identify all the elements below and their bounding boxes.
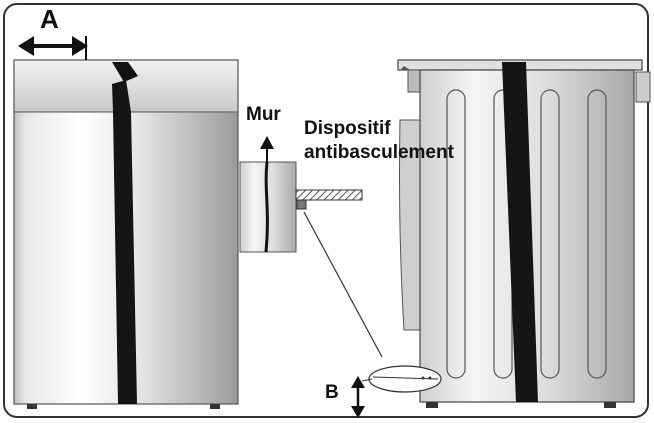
device-label-line2: antibasculement xyxy=(304,142,454,163)
appliance-front-view xyxy=(13,59,239,409)
wall-detail xyxy=(239,136,297,253)
device-label-line1: Dispositif xyxy=(304,118,391,139)
clearance-b-detail xyxy=(351,365,442,418)
anti-tip-bracket xyxy=(295,189,383,358)
clearance-a-label: A xyxy=(40,4,59,34)
wall-label: Mur xyxy=(246,104,281,125)
clearance-a-arrow xyxy=(18,36,88,60)
appliance-side-view xyxy=(397,59,651,408)
clearance-b-label: B xyxy=(325,382,339,403)
